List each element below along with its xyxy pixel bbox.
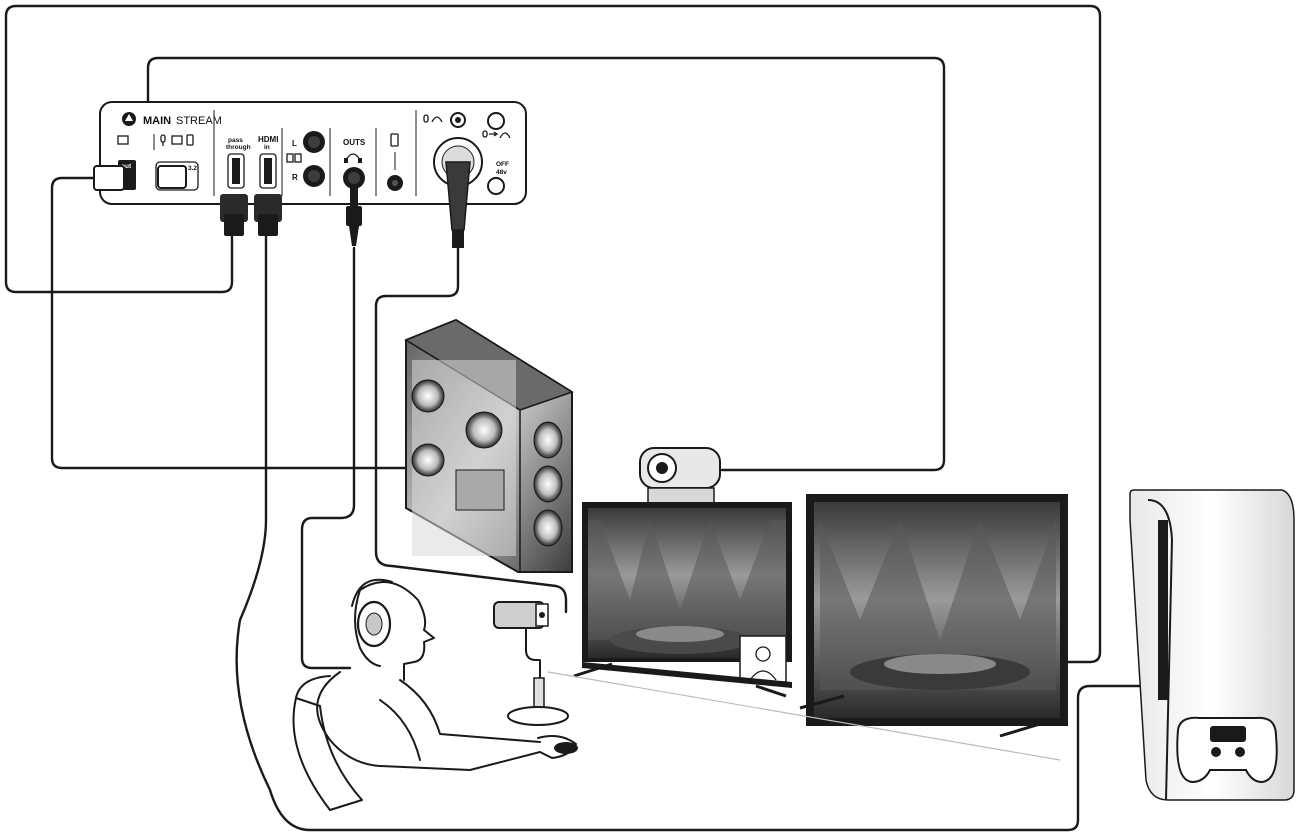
phone-icon xyxy=(186,134,194,146)
headphones-icon xyxy=(344,153,362,163)
cable-mic xyxy=(374,246,568,614)
hdmi-in-port xyxy=(259,153,277,189)
speaker-icon xyxy=(286,153,302,163)
right-label: R xyxy=(292,173,298,182)
mackie-logo-icon xyxy=(122,112,136,126)
headphones-icon-2 xyxy=(431,116,443,123)
hdmi-pass-label-2: through xyxy=(226,144,251,151)
usb-out-plug xyxy=(93,165,125,191)
streamer-person xyxy=(292,578,578,811)
monitor-mix-knob xyxy=(487,112,505,130)
pc-fan-icon xyxy=(533,421,563,459)
phantom-off-label: OFF xyxy=(496,161,509,168)
cable-usb-camera xyxy=(146,56,946,472)
hdmi-in-label-2: in xyxy=(264,144,270,151)
brand-bold: MAIN xyxy=(143,115,171,127)
hdmi-plug-in xyxy=(254,194,282,236)
cable-headphone xyxy=(300,246,356,670)
camera-icon-2 xyxy=(171,135,183,145)
mic-logo-icon xyxy=(539,612,545,618)
pc-fan-icon xyxy=(411,443,445,477)
phantom-switch xyxy=(487,177,505,195)
ps5-console xyxy=(1129,489,1295,801)
microphone-icon xyxy=(160,134,166,146)
mainstream-interface: MAIN STREAM out 3.2 pass through HDM xyxy=(93,101,527,248)
pc-fan-icon xyxy=(411,379,445,413)
headphone-plug xyxy=(346,188,362,246)
cable-outer-loop xyxy=(4,4,1102,664)
hdmi-pass-label-1: pass xyxy=(228,137,243,144)
hdmi-in-label-1: HDMI xyxy=(258,135,278,144)
usb-out-label: out xyxy=(121,163,132,170)
phone-icon-2 xyxy=(390,133,399,147)
device-panel xyxy=(99,101,527,205)
cable-usb-pc xyxy=(50,176,414,470)
pc-fan-icon xyxy=(465,411,503,449)
monitor-gaming xyxy=(799,494,1068,738)
phantom-on-label: 48v xyxy=(496,169,507,176)
pc-fan-icon xyxy=(533,509,563,547)
microphone-icon-2 xyxy=(423,114,429,123)
hdmi-plug-pass xyxy=(220,194,248,236)
pc-fan-icon xyxy=(533,465,563,503)
streamer-camera-overlay xyxy=(739,635,787,683)
desk-line xyxy=(547,671,1061,761)
usb-c-port xyxy=(155,161,199,191)
left-label: L xyxy=(292,139,297,148)
camera-icon xyxy=(117,135,129,145)
hdmi-in-socket xyxy=(264,158,272,184)
webcam xyxy=(639,447,721,507)
xlr-plug xyxy=(445,161,471,248)
usb-microphone xyxy=(493,601,569,726)
brand-light: STREAM xyxy=(176,115,222,127)
mic-to-headphones-icon xyxy=(482,130,511,139)
usb-c-label: 3.2 xyxy=(188,165,197,172)
outs-label: OUTS xyxy=(343,138,366,147)
hdmi-pass-socket xyxy=(232,158,240,184)
cable-hdmi-ps5 xyxy=(235,230,1144,832)
controller-icon xyxy=(554,742,578,754)
cables xyxy=(4,4,1144,832)
monitor-streaming xyxy=(573,502,792,698)
hdmi-pass-port xyxy=(227,153,245,189)
pc-tower xyxy=(404,318,574,573)
usb-c-plug xyxy=(157,165,187,189)
headset-band xyxy=(351,578,393,607)
ps5-controller-icon xyxy=(1176,716,1278,784)
